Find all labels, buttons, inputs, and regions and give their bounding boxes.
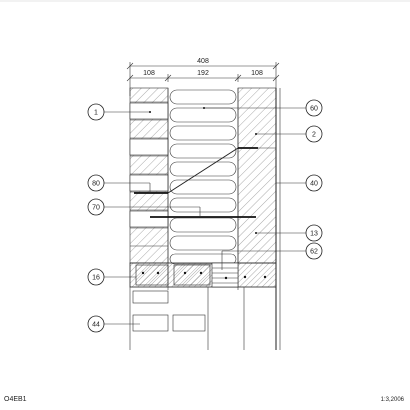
right-concrete-leaf bbox=[237, 87, 277, 264]
left-masonry-leaf bbox=[129, 87, 169, 264]
drawing-code: O4EB1 bbox=[4, 396, 27, 403]
dimension-chain: 408 108 192 108 bbox=[126, 58, 280, 96]
footing-band bbox=[129, 262, 277, 288]
callout-70: 70 bbox=[87, 198, 200, 216]
callout-40: 40 bbox=[276, 174, 323, 192]
dimension-total-label: 408 bbox=[197, 58, 209, 65]
callout-13: 13 bbox=[255, 224, 323, 242]
drawing-scale: 1:3,2006 bbox=[381, 397, 405, 403]
callout-1-label: 1 bbox=[94, 110, 98, 117]
callout-70-label: 70 bbox=[92, 205, 100, 212]
callout-80-label: 80 bbox=[92, 181, 100, 188]
lower-wall bbox=[129, 88, 281, 350]
callout-13-label: 13 bbox=[310, 231, 318, 238]
dimension-middle-label: 192 bbox=[197, 70, 209, 77]
callout-16-label: 16 bbox=[92, 275, 100, 282]
callout-2-label: 2 bbox=[312, 132, 316, 139]
callout-1: 1 bbox=[87, 103, 151, 121]
callout-60-label: 60 bbox=[310, 106, 318, 113]
callout-60: 60 bbox=[203, 99, 323, 117]
callout-2: 2 bbox=[255, 125, 323, 143]
lintel-line bbox=[150, 207, 256, 218]
callout-16: 16 bbox=[87, 268, 136, 286]
dimension-right-label: 108 bbox=[251, 70, 263, 77]
sloped-flashing bbox=[134, 147, 258, 194]
callout-40-label: 40 bbox=[310, 181, 318, 188]
callout-62-label: 62 bbox=[310, 249, 318, 256]
insulation-core bbox=[167, 88, 239, 290]
dimension-left-label: 108 bbox=[143, 70, 155, 77]
callout-62: 62 bbox=[221, 242, 323, 270]
callout-44: 44 bbox=[87, 315, 140, 333]
callout-44-label: 44 bbox=[92, 322, 100, 329]
drawing-footer: O4EB1 1:3,2006 bbox=[4, 396, 405, 403]
callout-80: 80 bbox=[87, 174, 151, 193]
